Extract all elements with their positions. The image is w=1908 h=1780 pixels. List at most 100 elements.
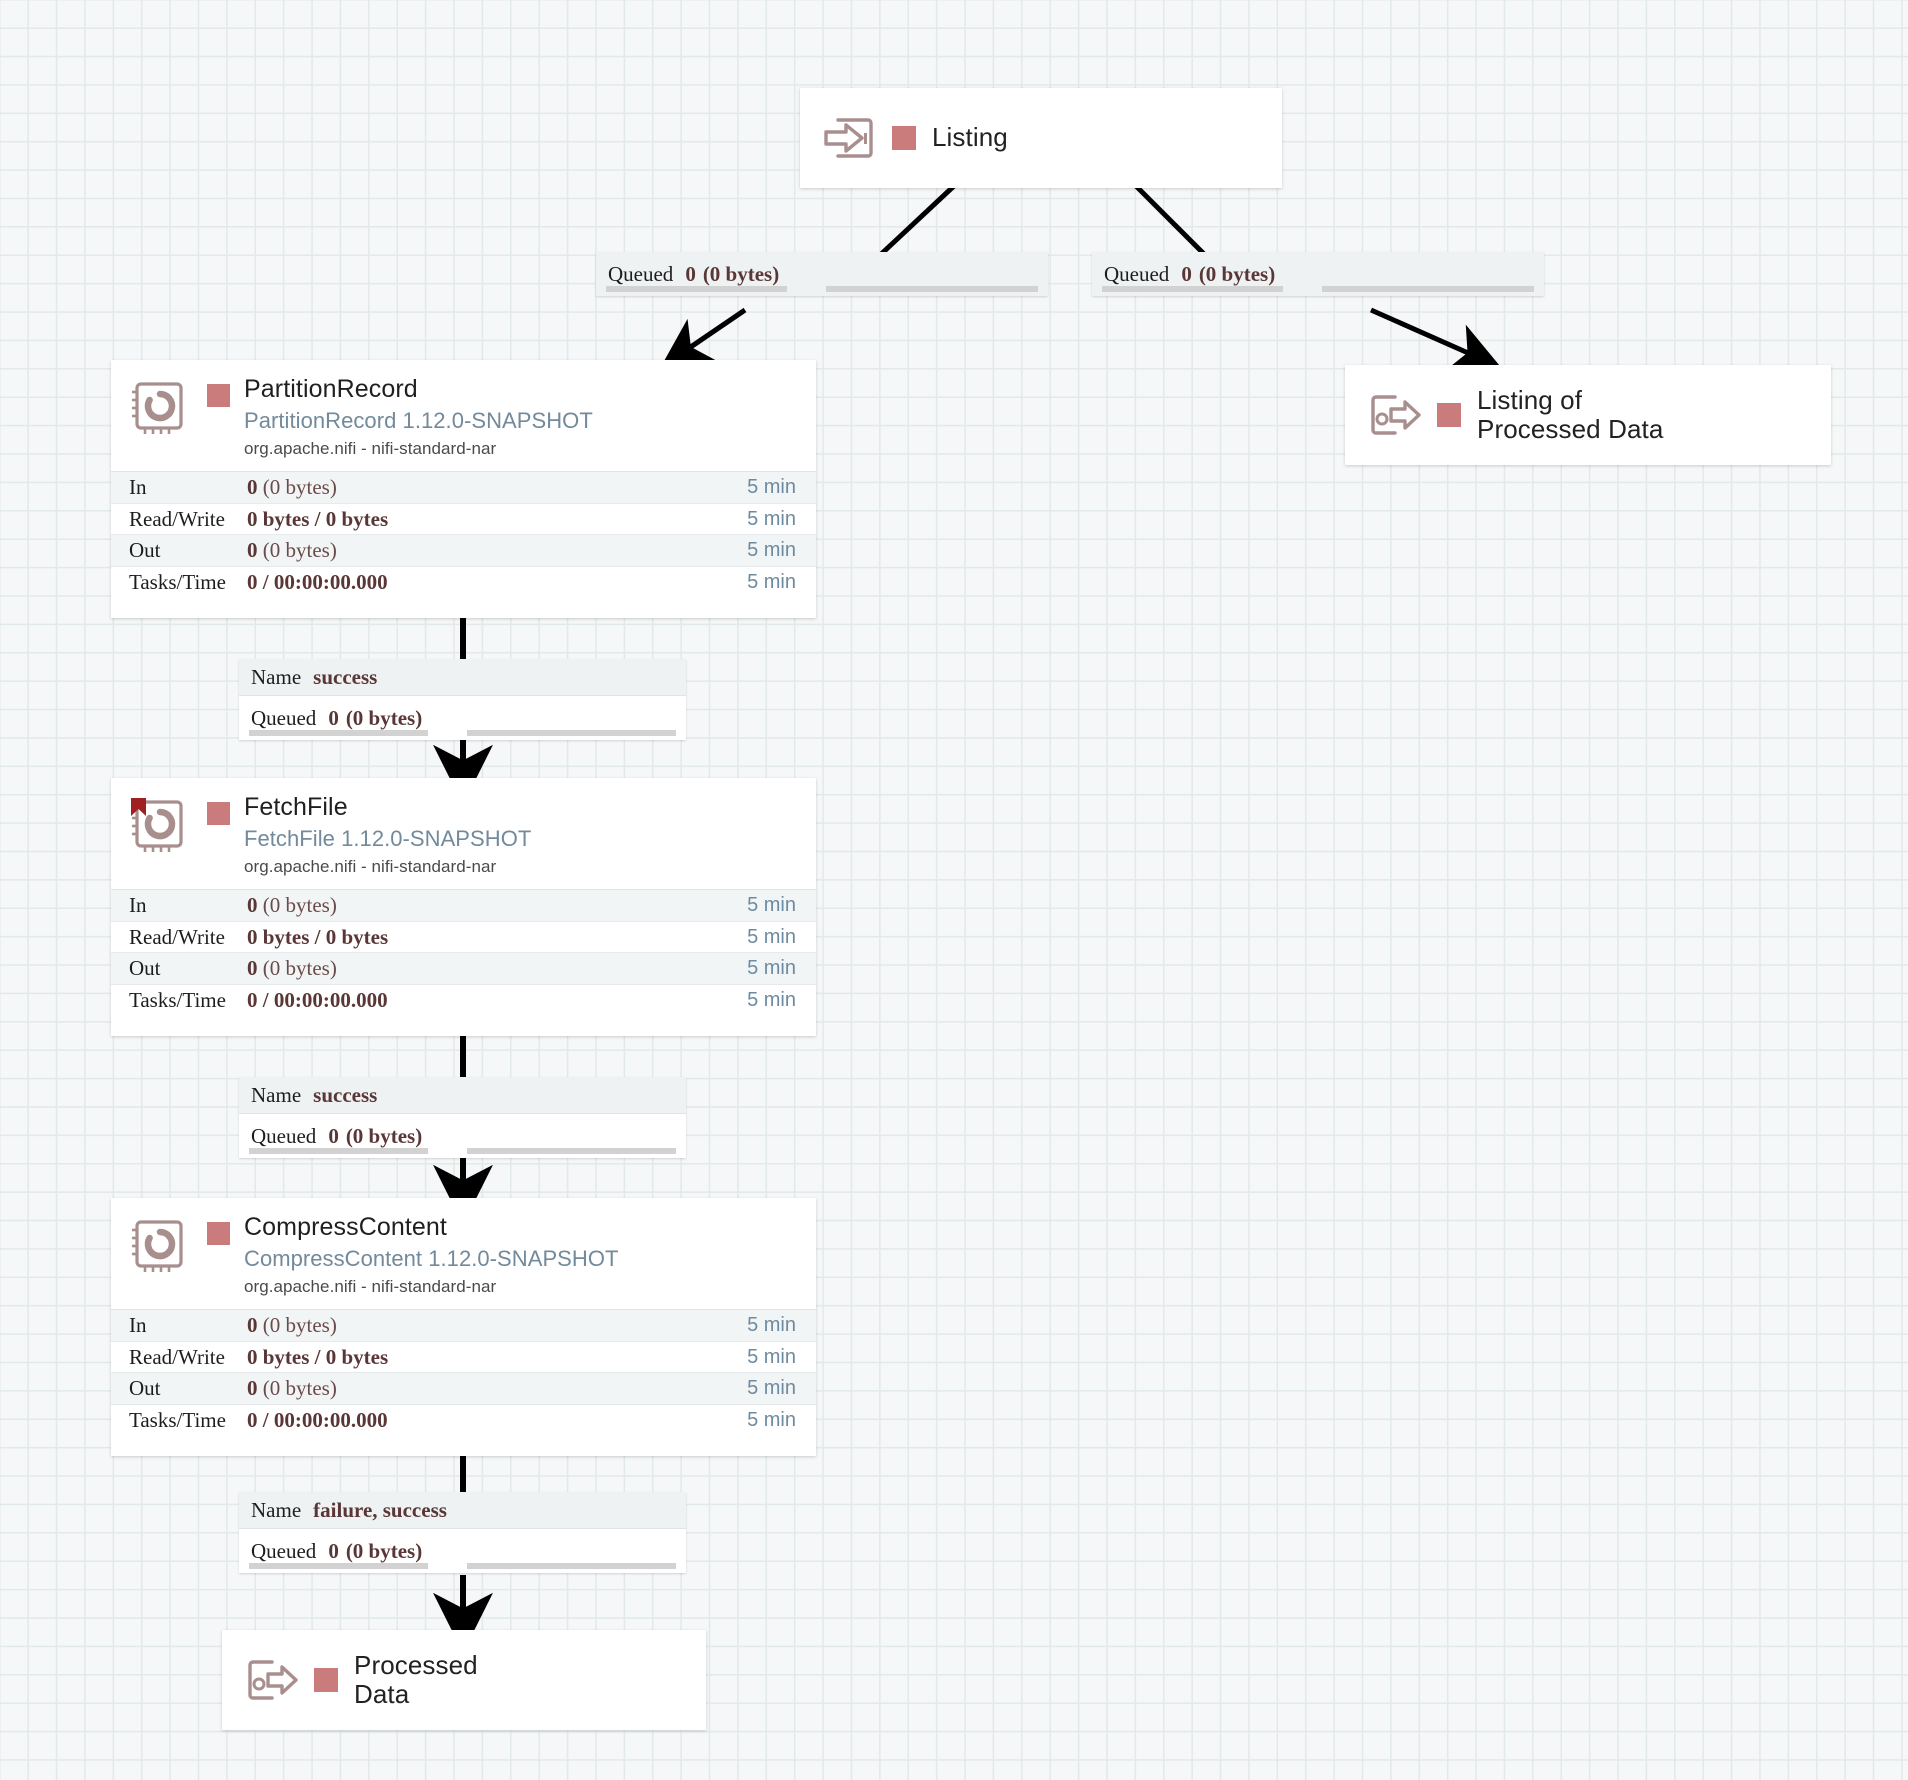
connection-partitionrecord-to-fetchfile[interactable]: Name success Queued 0 (0 bytes) — [239, 659, 686, 740]
processor-header: FetchFile FetchFile 1.12.0-SNAPSHOT org.… — [111, 778, 816, 889]
processor-header: PartitionRecord PartitionRecord 1.12.0-S… — [111, 360, 816, 471]
stat-value: 0 — [247, 1376, 258, 1400]
stat-row: Out 0 (0 bytes) 5 min — [111, 535, 816, 567]
queued-size-bar — [466, 730, 676, 736]
processor-stats: In 0 (0 bytes) 5 min Read/Write 0 bytes … — [111, 471, 816, 598]
output-port-listing-of-processed-data[interactable]: Listing of Processed Data — [1345, 365, 1831, 465]
stat-row: Read/Write 0 bytes / 0 bytes 5 min — [111, 503, 816, 536]
processor-type: PartitionRecord 1.12.0-SNAPSHOT — [244, 407, 593, 433]
output-port-processed-data[interactable]: Processed Data — [222, 1630, 706, 1730]
queued-count: 0 — [685, 261, 696, 286]
queued-count-bar — [1102, 286, 1284, 292]
connection-name-row: Name success — [239, 659, 686, 696]
connection-queued-row: Queued 0 (0 bytes) — [1092, 252, 1544, 296]
processor-bundle: org.apache.nifi - nifi-standard-nar — [244, 439, 497, 458]
stat-row: Read/Write 0 bytes / 0 bytes 5 min — [111, 1341, 816, 1374]
queued-count: 0 — [328, 1123, 339, 1148]
stat-time: 5 min — [747, 507, 796, 530]
queued-progress-bars — [596, 286, 1048, 292]
stat-time: 5 min — [747, 1377, 796, 1399]
processor-compresscontent[interactable]: CompressContent CompressContent 1.12.0-S… — [111, 1198, 816, 1456]
input-port-listing[interactable]: Listing — [800, 88, 1282, 188]
stat-value: 0 — [247, 475, 258, 499]
stat-detail: (0 bytes) — [257, 1376, 337, 1400]
output-port-label: Listing of Processed Data — [1477, 384, 1664, 444]
queued-progress-bars — [1092, 286, 1544, 292]
queued-key: Queued — [1104, 261, 1170, 286]
connection-fetchfile-to-compresscontent[interactable]: Name success Queued 0 (0 bytes) — [239, 1077, 686, 1158]
connection-queued-row: Queued 0 (0 bytes) — [239, 1529, 686, 1573]
processor-name: CompressContent — [244, 1213, 447, 1241]
name-value: failure, success — [313, 1497, 447, 1522]
status-swatch — [314, 1668, 338, 1692]
stat-row: Tasks/Time 0 / 00:00:00.000 5 min — [111, 1404, 816, 1436]
processor-fetchfile[interactable]: FetchFile FetchFile 1.12.0-SNAPSHOT org.… — [111, 778, 816, 1036]
connection-name-row: Name failure, success — [239, 1492, 686, 1529]
stat-detail: (0 bytes) — [257, 475, 337, 499]
stat-detail: (0 bytes) — [257, 1313, 337, 1337]
stat-label: In — [129, 475, 147, 499]
stat-detail: (0 bytes) — [257, 538, 337, 562]
queued-size: (0 bytes) — [345, 705, 423, 730]
queued-count: 0 — [1181, 261, 1192, 286]
name-key: Name — [251, 664, 302, 689]
stat-value: 0 bytes / 0 bytes — [247, 924, 389, 949]
processor-icon — [129, 378, 191, 440]
processor-partitionrecord[interactable]: PartitionRecord PartitionRecord 1.12.0-S… — [111, 360, 816, 618]
stat-time: 5 min — [747, 1314, 796, 1336]
stat-value: 0 — [247, 1313, 258, 1337]
queued-count-bar — [249, 1563, 429, 1569]
name-value: success — [313, 1082, 378, 1107]
connection-name-row: Name success — [239, 1077, 686, 1114]
output-port-label: Processed Data — [354, 1649, 478, 1709]
stat-time: 5 min — [747, 1345, 796, 1368]
stat-row: Tasks/Time 0 / 00:00:00.000 5 min — [111, 984, 816, 1016]
connection-compresscontent-to-processed-data[interactable]: Name failure, success Queued 0 (0 bytes) — [239, 1492, 686, 1573]
queued-count-bar — [249, 1148, 429, 1154]
queued-count-bar — [606, 286, 788, 292]
stat-time: 5 min — [747, 570, 796, 593]
name-key: Name — [251, 1082, 302, 1107]
stat-row: Out 0 (0 bytes) 5 min — [111, 1373, 816, 1405]
processor-stats: In 0 (0 bytes) 5 min Read/Write 0 bytes … — [111, 889, 816, 1016]
processor-name: FetchFile — [244, 793, 348, 821]
output-port-icon — [242, 1656, 300, 1704]
stat-time: 5 min — [747, 1408, 796, 1431]
status-swatch — [892, 126, 916, 150]
stat-time: 5 min — [747, 476, 796, 498]
stat-label: Tasks/Time — [129, 1407, 226, 1432]
queued-progress-bars — [239, 730, 686, 736]
queued-size-bar — [466, 1563, 676, 1569]
queued-size-bar — [466, 1148, 676, 1154]
queued-size: (0 bytes) — [1198, 261, 1276, 286]
stat-row: Out 0 (0 bytes) 5 min — [111, 953, 816, 985]
stat-row: In 0 (0 bytes) 5 min — [111, 890, 816, 922]
queued-key: Queued — [251, 1538, 317, 1563]
stat-time: 5 min — [747, 894, 796, 916]
queued-size: (0 bytes) — [702, 261, 780, 286]
processor-icon — [129, 1216, 191, 1278]
queued-size: (0 bytes) — [345, 1538, 423, 1563]
processor-type: FetchFile 1.12.0-SNAPSHOT — [244, 825, 532, 851]
stat-label: Out — [129, 1376, 161, 1400]
processor-name: PartitionRecord — [244, 375, 418, 403]
processor-bundle: org.apache.nifi - nifi-standard-nar — [244, 857, 497, 876]
connection-listing-to-listing-of-processed-data[interactable]: Queued 0 (0 bytes) — [1092, 252, 1544, 296]
queued-key: Queued — [251, 1123, 317, 1148]
stat-time: 5 min — [747, 925, 796, 948]
stat-value: 0 — [247, 538, 258, 562]
processor-stats: In 0 (0 bytes) 5 min Read/Write 0 bytes … — [111, 1309, 816, 1436]
stat-label: Read/Write — [129, 506, 225, 531]
stat-row: In 0 (0 bytes) 5 min — [111, 472, 816, 504]
stat-label: In — [129, 1313, 147, 1337]
connection-listing-to-partitionrecord[interactable]: Queued 0 (0 bytes) — [596, 252, 1048, 296]
queued-progress-bars — [239, 1563, 686, 1569]
connection-queued-row: Queued 0 (0 bytes) — [596, 252, 1048, 296]
stat-value: 0 / 00:00:00.000 — [247, 1407, 388, 1432]
status-swatch — [207, 1222, 230, 1245]
status-swatch — [207, 802, 230, 825]
queued-count: 0 — [328, 1538, 339, 1563]
stat-value: 0 — [247, 893, 258, 917]
queued-size-bar — [1322, 286, 1534, 292]
